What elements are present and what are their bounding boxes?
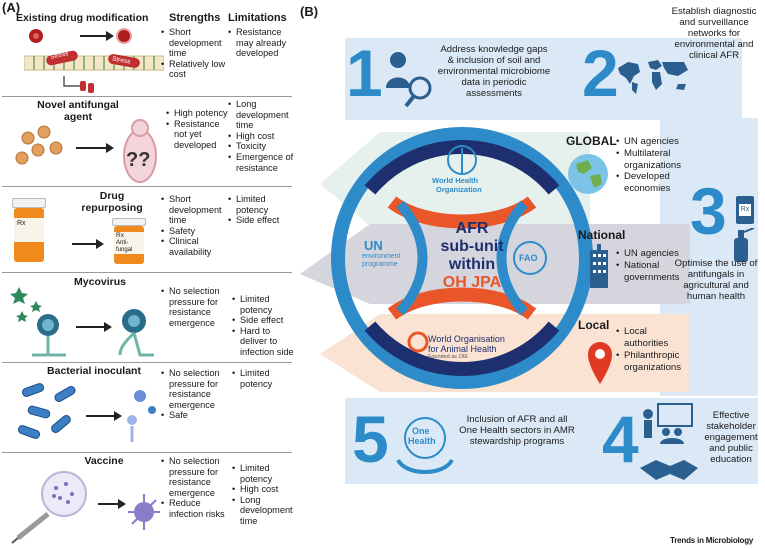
- level-global-title: GLOBAL: [566, 134, 617, 148]
- journal-footer: Trends in Microbiology: [670, 536, 754, 545]
- center-title-4: OH JPA: [442, 274, 502, 291]
- step-3-text: Optimise the use of antifungals in agric…: [674, 258, 758, 302]
- woah-label-2: for Animal Health: [428, 344, 497, 354]
- stress-tag-1: [46, 50, 78, 66]
- bacterial-inoculant-illustration: [17, 383, 156, 442]
- question-marks-icon: ??: [126, 149, 150, 171]
- fao-emblem-icon: [513, 241, 547, 275]
- row-title-drug-repurposing: Drug repurposing: [81, 190, 143, 214]
- row-title-bacterial-inoculant: Bacterial inoculant: [47, 365, 141, 377]
- globe-icon: [568, 154, 608, 194]
- scientist-microscope-icon: [386, 52, 432, 108]
- top-blue-band: [345, 38, 742, 120]
- pill-bottle-icon: Rx: [12, 198, 46, 262]
- step-4-number: 4: [602, 402, 639, 476]
- woah-label-1: World Organisation: [428, 334, 505, 344]
- row-title-existing-drug: Existing drug modification: [16, 12, 149, 24]
- red-cell-modified-icon: [116, 28, 132, 44]
- center-title-2: sub-unit: [440, 238, 504, 255]
- row-divider-5: [2, 452, 292, 453]
- strengths-row5: No selection pressure for resistance eme…: [161, 368, 227, 421]
- presentation-handshake-icon: [640, 403, 698, 480]
- row-divider-3: [2, 272, 292, 273]
- woah-label-3: Founded as OIE: [428, 354, 469, 360]
- strengths-header: Strengths: [169, 12, 221, 24]
- government-building-icon: [590, 244, 608, 288]
- vaccine-illustration: [11, 471, 160, 544]
- step-3-number: 3: [690, 174, 727, 248]
- unep-label-2: environment: [362, 253, 401, 260]
- central-circle-diagram: [331, 127, 593, 389]
- antifungal-bottle-icon: Rx Anti-fungal: [112, 218, 146, 264]
- arrow-row1: [80, 31, 114, 41]
- spore-icon: [21, 131, 35, 145]
- row-divider-1: [2, 96, 292, 97]
- unep-label-3: programme: [362, 261, 398, 268]
- step-1-text: Address knowledge gaps & inclusion of so…: [437, 44, 551, 99]
- step-5-text: Inclusion of AFR and all One Health sect…: [459, 414, 575, 447]
- strengths-row3: Short development time Safety Clinical a…: [161, 194, 227, 258]
- panel-b-label: (B): [300, 4, 319, 19]
- drug-modification-illustration: [24, 28, 164, 93]
- row-divider-4: [2, 362, 292, 363]
- strengths-row4: No selection pressure for resistance eme…: [161, 286, 227, 328]
- strengths-row6: No selection pressure for resistance eme…: [161, 456, 231, 520]
- level-national-title: National: [578, 228, 626, 242]
- strengths-row1: Short development time Relatively low co…: [161, 27, 227, 80]
- spray-bottle-icon: [734, 228, 755, 262]
- limitations-row2: Long development time High cost Toxicity…: [228, 99, 296, 173]
- level-local-items: Local authorities Philanthropic organiza…: [616, 326, 690, 374]
- center-title-3: within: [448, 256, 496, 273]
- mycovirus-illustration: [10, 287, 154, 357]
- step-2-number: 2: [582, 36, 619, 110]
- woah-emblem-icon: [407, 331, 429, 353]
- row-divider-2: [2, 186, 292, 187]
- rx-bottle-icon: Rx: [736, 196, 754, 224]
- stress-tag-2: [108, 54, 140, 68]
- limitations-row1: Resistance may already developed: [228, 27, 294, 59]
- step-2-text: Establish diagnostic and surveillance ne…: [671, 6, 757, 61]
- fao-label: FAO: [519, 253, 538, 263]
- arrow-row3: [72, 239, 104, 249]
- center-title-1: AFR: [455, 220, 489, 237]
- syringe-icon: [16, 512, 50, 540]
- location-pin-icon: [588, 342, 612, 384]
- level-local-title: Local: [578, 318, 610, 332]
- limitations-row5: Limited potency: [232, 368, 296, 389]
- limitations-row4: Limited potency Side effect Hard to deli…: [232, 294, 296, 358]
- step-1-number: 1: [346, 36, 383, 110]
- row-title-vaccine: Vaccine: [84, 455, 124, 467]
- one-health-text-2: Health: [408, 436, 436, 446]
- level-national-items: UN agencies National governments: [616, 248, 690, 284]
- virus-particle-icon: [10, 287, 28, 304]
- who-label-1: World Health: [432, 176, 479, 185]
- step-4-text: Effective stakeholder engagement and pub…: [704, 410, 758, 465]
- unep-label-1: UN: [364, 238, 383, 253]
- row-title-mycovirus: Mycovirus: [74, 276, 126, 288]
- limitations-row6: Limited potency High cost Long developme…: [232, 463, 296, 527]
- petri-dish-icon: [41, 471, 87, 517]
- step-5-number: 5: [352, 402, 389, 476]
- limitations-header: Limitations: [228, 12, 287, 24]
- bacteria-icon: [21, 383, 45, 397]
- level-global-items: UN agencies Multilateral organizations D…: [616, 136, 690, 195]
- one-health-logo: [396, 417, 454, 474]
- limitations-row3: Limited potency Side effect: [228, 194, 296, 226]
- who-label-2: Organization: [436, 185, 482, 194]
- immune-cell-icon: [134, 502, 154, 522]
- novel-antifungal-illustration: ??: [15, 119, 157, 183]
- strengths-row2: High potency Resistance not yet develope…: [166, 108, 228, 150]
- row-title-novel-antifungal: Novel antifungal agent: [37, 99, 119, 123]
- panel-a-label: (A): [2, 0, 21, 15]
- one-health-text-1: One: [412, 426, 430, 436]
- world-map-icon: [618, 60, 688, 94]
